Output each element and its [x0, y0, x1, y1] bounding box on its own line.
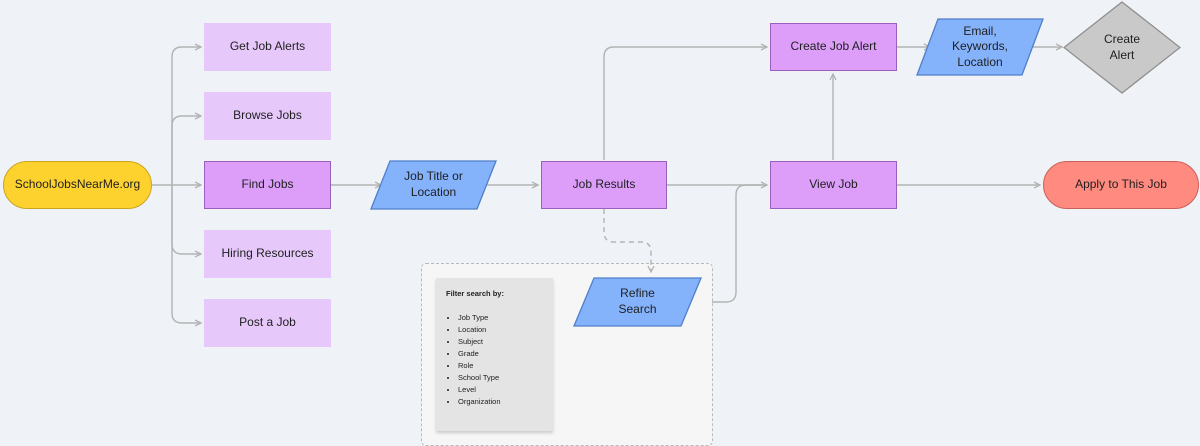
filter-item: Role [458, 360, 543, 372]
get-job-alerts-node[interactable]: Get Job Alerts [204, 23, 331, 71]
job-title-input-label: Job Title or Location [404, 169, 463, 199]
browse-jobs-node[interactable]: Browse Jobs [204, 92, 331, 140]
email-keywords-input-node[interactable]: Email, Keywords, Location [916, 18, 1044, 76]
filter-item: Location [458, 324, 543, 336]
site-start-label: SchoolJobsNearMe.org [14, 177, 141, 192]
view-job-label: View Job [809, 177, 858, 192]
create-alert-decision-node[interactable]: Create Alert [1063, 1, 1181, 94]
get-job-alerts-label: Get Job Alerts [229, 39, 306, 54]
filter-item: Level [458, 384, 543, 396]
view-job-node[interactable]: View Job [770, 161, 897, 209]
email-keywords-input-label: Email, Keywords, Location [951, 23, 1009, 69]
apply-to-job-node[interactable]: Apply to This Job [1043, 161, 1199, 209]
refine-search-input-node[interactable]: Refine Search [573, 277, 702, 327]
filter-item: School Type [458, 372, 543, 384]
create-alert-decision-label: Create Alert [1103, 31, 1141, 62]
refine-search-input-label: Refine Search [618, 286, 657, 316]
connector-to-get-alerts [171, 47, 201, 185]
find-jobs-node[interactable]: Find Jobs [204, 161, 331, 209]
hiring-resources-label: Hiring Resources [221, 246, 314, 261]
hiring-resources-node[interactable]: Hiring Resources [204, 230, 331, 278]
filter-note-title: Filter search by: [446, 289, 504, 298]
post-a-job-node[interactable]: Post a Job [204, 299, 331, 347]
job-results-node[interactable]: Job Results [541, 161, 667, 209]
filter-item: Organization [458, 396, 543, 408]
filter-list: Job Type Location Subject Grade Role Sch… [446, 312, 543, 408]
filter-item: Grade [458, 348, 543, 360]
connector-results-to-createalert [603, 47, 767, 160]
connector-to-hiring [171, 185, 201, 254]
connector-refine-to-results [712, 184, 767, 303]
connector-results-to-refine [603, 209, 651, 272]
browse-jobs-label: Browse Jobs [233, 108, 302, 123]
find-jobs-label: Find Jobs [241, 177, 294, 192]
job-results-label: Job Results [572, 177, 636, 192]
apply-to-job-label: Apply to This Job [1075, 177, 1167, 192]
post-a-job-label: Post a Job [239, 315, 296, 330]
create-job-alert-label: Create Job Alert [790, 39, 877, 54]
site-start-node[interactable]: SchoolJobsNearMe.org [3, 161, 152, 209]
connector-to-browse [171, 116, 201, 185]
create-job-alert-node[interactable]: Create Job Alert [770, 23, 897, 71]
connector-to-post [171, 185, 201, 323]
filter-item: Job Type [458, 312, 543, 324]
filter-note: Filter search by: Job Type Location Subj… [436, 278, 553, 431]
filter-item: Subject [458, 336, 543, 348]
job-title-input-node[interactable]: Job Title or Location [370, 160, 497, 210]
